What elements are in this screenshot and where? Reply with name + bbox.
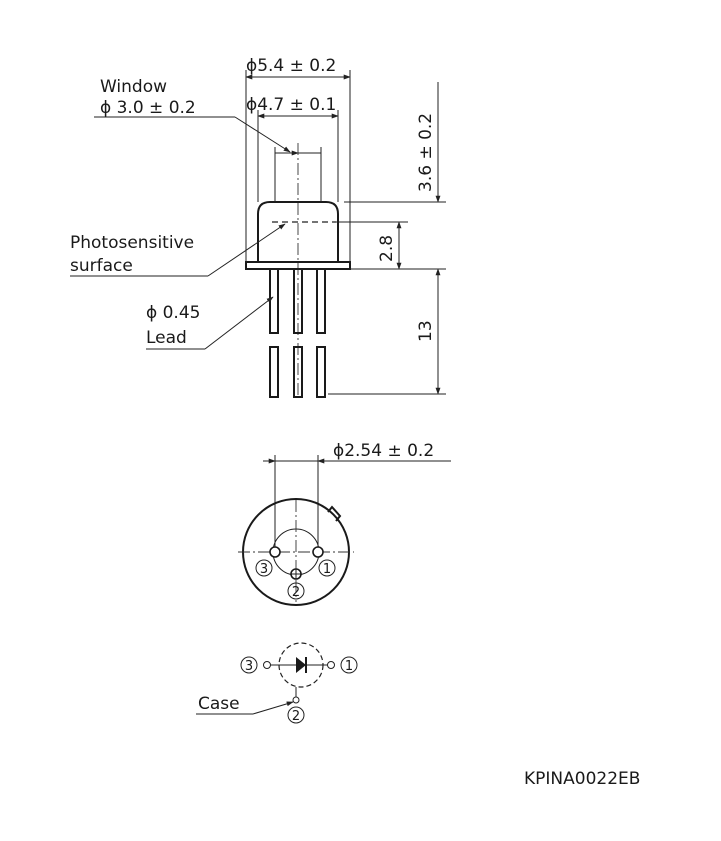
lead-length-label: 13 [416,320,436,342]
photosensitive-leader [70,223,286,277]
side-view [245,143,351,398]
window-title-label: Window [100,77,167,97]
surface-dimension-label: 2.8 [377,235,397,262]
dim-outer-diameter [245,70,351,262]
outer-diameter-label: ϕ5.4 ± 0.2 [246,56,336,76]
dim-window [94,116,322,202]
bottom-pin2-number: 2 [292,585,300,600]
window-dimension-label: ϕ 3.0 ± 0.2 [100,98,196,118]
index-tab [327,505,342,522]
schematic-pin3-number: 3 [245,659,253,674]
bottom-view [238,455,451,606]
schematic-symbol [196,642,358,724]
dim-surface-height [336,221,408,270]
drawing-code: KPINA0022EB [524,769,640,789]
diode-symbol [296,657,306,673]
bottom-pin3-number: 3 [260,562,268,577]
lead-diameter-label: ϕ 0.45 [146,303,200,323]
schematic-pin2-number: 2 [292,709,300,724]
dim-lead-length [328,268,446,395]
photosensitive-label-line1: Photosensitive [70,233,194,253]
leads-upper [269,268,326,334]
case-label: Case [198,694,240,714]
bottom-pin1-number: 1 [323,562,331,577]
pin-pitch-label: ϕ2.54 ± 0.2 [333,441,434,461]
photosensitive-label-line2: surface [70,256,133,276]
schematic-pin1-number: 1 [345,659,353,674]
cap-outline [257,201,339,262]
height-dimension-label: 3.6 ± 0.2 [416,113,436,192]
dim-inner-diameter [257,110,339,202]
case-dashed-circle [278,642,324,688]
inner-diameter-label: ϕ4.7 ± 0.1 [246,95,336,115]
lead-label: Lead [146,328,187,348]
lead-leader [146,296,274,350]
leads-lower [269,346,326,398]
